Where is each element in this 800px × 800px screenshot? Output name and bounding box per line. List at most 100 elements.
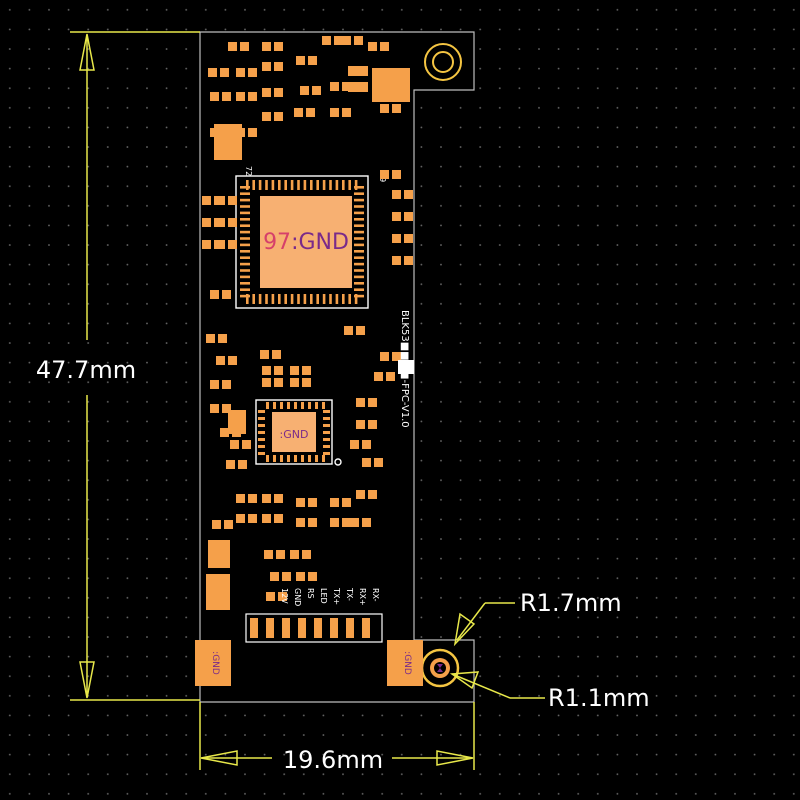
qfn-pin bbox=[258, 438, 265, 441]
qfp-pin bbox=[354, 269, 364, 272]
smd-pad bbox=[278, 592, 287, 601]
small-chip-label: :GND bbox=[280, 428, 309, 441]
smd-pad bbox=[228, 240, 237, 249]
qfp-pin bbox=[240, 192, 250, 195]
smd-pad bbox=[222, 290, 231, 299]
qfn-pin bbox=[323, 452, 330, 455]
qfp-pin bbox=[335, 180, 339, 190]
connector-pad bbox=[362, 618, 370, 638]
qfp-pin bbox=[240, 269, 250, 272]
smd-pad bbox=[392, 170, 401, 179]
qfp-pin bbox=[303, 294, 307, 304]
qfn-pin bbox=[258, 445, 265, 448]
smd-pad bbox=[368, 42, 377, 51]
smd-pad bbox=[392, 256, 401, 265]
connector-outline bbox=[245, 613, 383, 643]
large-smd-pad bbox=[208, 540, 230, 568]
smd-pad bbox=[260, 350, 269, 359]
smd-pad bbox=[334, 36, 343, 45]
qfp-pin bbox=[335, 294, 339, 304]
qfn-pin bbox=[322, 455, 325, 462]
smd-pad bbox=[210, 290, 219, 299]
smd-pad bbox=[342, 108, 351, 117]
smd-pad bbox=[302, 366, 311, 375]
radius-outer-leader bbox=[453, 602, 515, 647]
smd-pad bbox=[262, 378, 271, 387]
smd-pad bbox=[202, 196, 211, 205]
smd-pad bbox=[344, 326, 353, 335]
qfn-pin bbox=[266, 402, 269, 409]
qfp-pin bbox=[265, 294, 268, 304]
qfp-pin bbox=[240, 243, 250, 247]
qfn-pin bbox=[301, 455, 304, 462]
smd-pad bbox=[228, 196, 237, 205]
qfp-pin bbox=[310, 180, 313, 190]
smd-pad bbox=[302, 378, 311, 387]
smd-pad bbox=[228, 42, 237, 51]
qfn-pin bbox=[301, 402, 304, 409]
smd-pad bbox=[348, 82, 368, 92]
qfn-pin bbox=[258, 417, 265, 420]
smd-pad bbox=[222, 380, 231, 389]
smd-pad bbox=[262, 42, 271, 51]
smd-pad bbox=[392, 212, 401, 221]
smd-pad bbox=[296, 518, 305, 527]
qfn-pin bbox=[323, 410, 330, 413]
qfp-pin bbox=[240, 282, 250, 285]
smd-pad bbox=[356, 420, 365, 429]
mount-hole-bottom bbox=[420, 648, 460, 688]
qfp-pin bbox=[354, 205, 364, 208]
smd-pad bbox=[216, 240, 225, 249]
smd-pad bbox=[350, 440, 359, 449]
smd-pad bbox=[262, 514, 271, 523]
connector-pads bbox=[245, 613, 383, 643]
smd-pad bbox=[210, 380, 219, 389]
small-chip-ground-pad bbox=[272, 412, 316, 452]
smd-pad bbox=[248, 128, 257, 137]
qfn-pin bbox=[280, 402, 283, 409]
smd-pad bbox=[342, 498, 351, 507]
qfp-pin bbox=[354, 294, 358, 304]
smd-pad bbox=[228, 218, 237, 227]
connector-pad bbox=[282, 618, 290, 638]
qfp-pin bbox=[354, 192, 364, 195]
smd-pad bbox=[356, 398, 365, 407]
radius-inner-label: R1.1mm bbox=[548, 684, 650, 712]
smd-pad bbox=[272, 350, 281, 359]
smd-pad bbox=[356, 490, 365, 499]
qfp-pin bbox=[354, 250, 364, 253]
smd-pad bbox=[262, 62, 271, 71]
smd-pad bbox=[330, 82, 339, 91]
qfp-pin bbox=[342, 294, 345, 304]
qfp-pin bbox=[354, 186, 364, 189]
qfp-pin bbox=[316, 180, 319, 190]
pin1-marker bbox=[334, 458, 342, 466]
smd-pad bbox=[216, 196, 225, 205]
qfp-pin bbox=[240, 275, 250, 279]
qfn-pin bbox=[323, 438, 330, 441]
qfp-pin bbox=[354, 282, 364, 285]
connector-pad bbox=[346, 618, 354, 638]
smd-pad bbox=[262, 112, 271, 121]
small-chip: :GND bbox=[255, 399, 333, 465]
connector-pad bbox=[330, 618, 338, 638]
height-dimension bbox=[70, 31, 200, 701]
smd-pad bbox=[362, 518, 371, 527]
qfn-pin bbox=[308, 402, 311, 409]
smd-pad bbox=[210, 404, 219, 413]
smd-pad bbox=[308, 56, 317, 65]
smd-pad bbox=[266, 592, 275, 601]
smd-pad bbox=[342, 36, 351, 45]
pin-label: RX+ bbox=[358, 588, 367, 606]
qfn-pin bbox=[308, 455, 311, 462]
qfn-pin bbox=[287, 402, 290, 409]
smd-pad bbox=[218, 334, 227, 343]
smd-pad bbox=[202, 218, 211, 227]
qfp-pin bbox=[354, 211, 364, 215]
smd-pad bbox=[404, 212, 413, 221]
smd-pad bbox=[294, 108, 303, 117]
smd-pad bbox=[228, 356, 237, 365]
qfp-pin bbox=[240, 262, 250, 266]
qfp-pin bbox=[329, 180, 332, 190]
smd-pad bbox=[248, 68, 257, 77]
